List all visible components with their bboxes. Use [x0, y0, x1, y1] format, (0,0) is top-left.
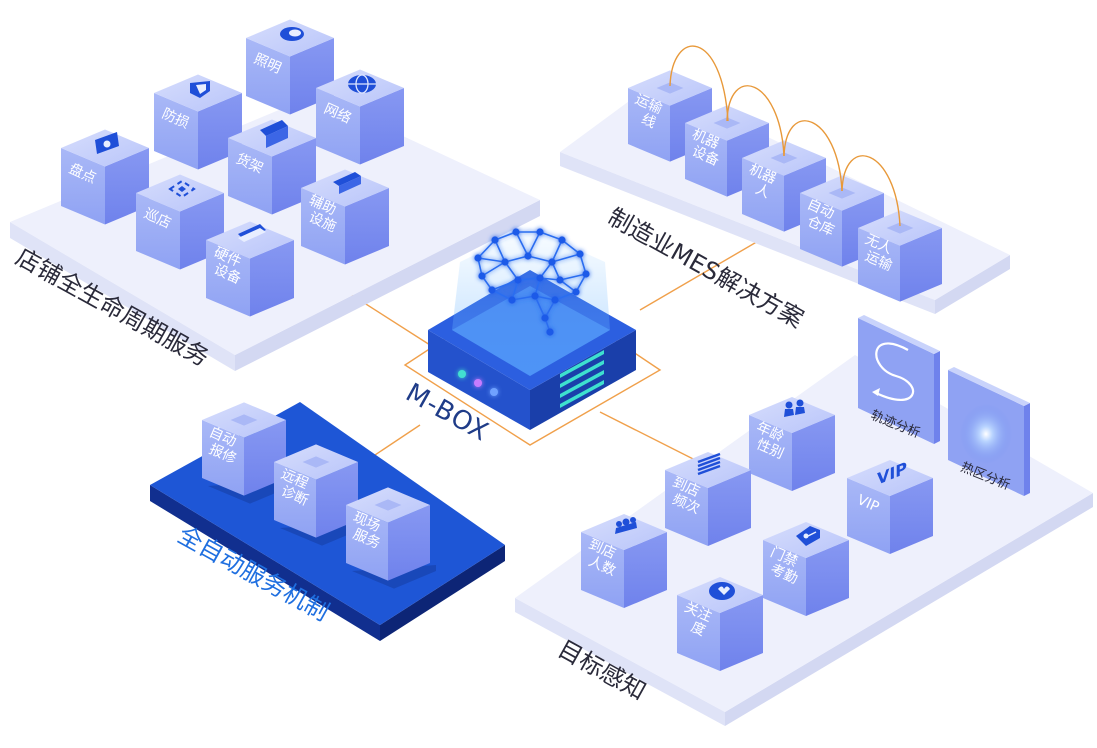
cube-label: 人	[753, 181, 772, 201]
inventory-icon	[95, 132, 119, 154]
group-icon	[615, 517, 637, 534]
store-platform	[10, 95, 540, 371]
list-icon	[697, 452, 721, 476]
cube-inventory: 盘点	[61, 129, 149, 225]
flow-arc	[669, 45, 729, 122]
mbox-device	[403, 228, 662, 446]
shelf-icon	[260, 120, 288, 148]
status-led-icon	[490, 388, 498, 396]
mbox-light-beam	[452, 228, 610, 376]
mbox-front-right	[530, 330, 636, 430]
panel-heatmap: 热区分析	[948, 367, 1030, 496]
status-led-icon	[474, 379, 482, 387]
vent-slot	[560, 380, 604, 408]
trajectory-icon	[872, 342, 914, 401]
cube-network: 网络	[316, 69, 404, 165]
heatmap-icon	[960, 404, 1012, 464]
lightbulb-icon	[280, 27, 304, 41]
cube-attention: 关注度	[677, 576, 763, 672]
cube-patrol: 巡店	[136, 174, 224, 270]
flow-arc	[841, 155, 901, 227]
neural-brain-icon	[474, 228, 590, 336]
status-led-icon	[458, 370, 466, 378]
key-tag-icon	[796, 526, 820, 546]
people-icon	[784, 399, 805, 417]
globe-icon	[348, 74, 376, 94]
cube-shelf: 货架	[228, 119, 316, 215]
heart-icon	[709, 582, 735, 600]
mes-flow-arcs	[669, 45, 901, 227]
panel-trajectory: 轨迹分析	[858, 315, 940, 444]
connector-line	[639, 239, 761, 311]
cube-label: 线	[639, 111, 658, 131]
shield-icon	[190, 81, 210, 98]
card-icon	[238, 224, 266, 242]
scan-icon	[168, 179, 196, 199]
document-icon	[333, 172, 361, 194]
flow-arc	[726, 85, 785, 157]
cube-lighting: 照明	[246, 19, 334, 115]
flow-arc	[783, 120, 843, 192]
cube-modules: 照明网络防损货架盘点巡店辅助设施硬件设备运输线机器设备机器人自动仓库无人运输自动…	[61, 19, 942, 672]
vent-slot	[560, 370, 604, 398]
vent-slot	[560, 360, 604, 388]
cube-label: 度	[688, 619, 707, 639]
vent-slot	[560, 350, 604, 378]
